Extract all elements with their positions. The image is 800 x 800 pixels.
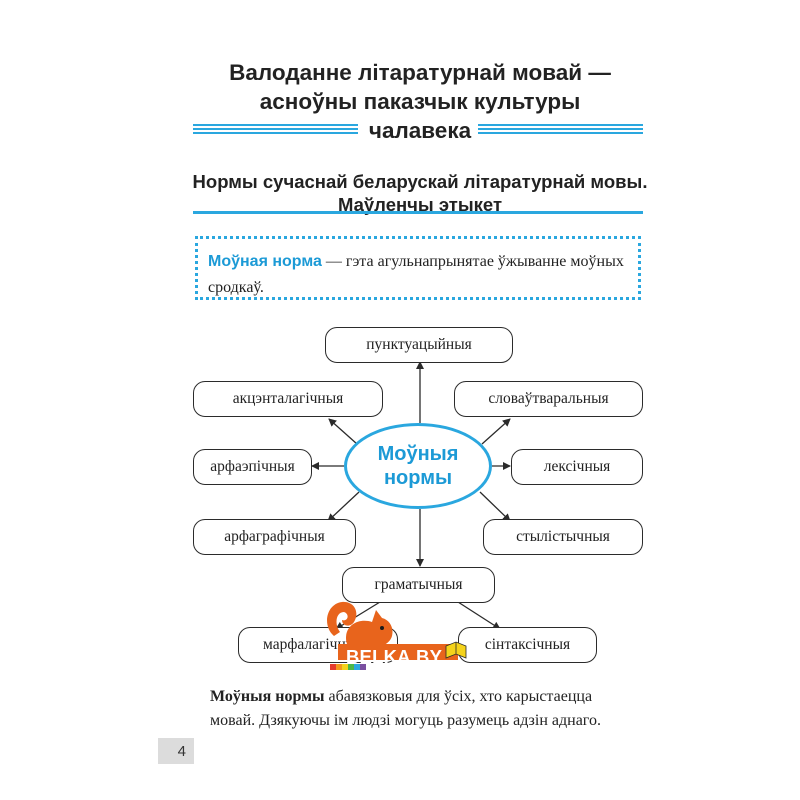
body-text: абавязковыя для ўсіх, хто карыстаецца мо… [210,688,601,729]
watermark-banner [338,644,464,660]
node-leksichnyia: лексічныя [511,449,643,485]
section-title: Нормы сучаснай беларускай літаратурнай м… [190,170,650,216]
center-node: Моўныя нормы [344,423,492,509]
squirrel-icon [327,601,393,648]
node-aktsentalagichnyia: акцэнталагічныя [193,381,383,417]
definition-box: Моўная норма — гэта агульнапрынятае ўжыв… [195,236,641,300]
chapter-title-line-2: асноўны паказчык культуры [259,89,581,114]
section-title-line-1: Нормы сучаснай беларускай літаратурнай м… [192,171,648,192]
watermark-logo [327,601,467,670]
title-stripes-right [478,124,643,135]
rainbow-bar-icon [330,664,366,670]
arrow-to-arfagrafichnyia [327,491,360,522]
chapter-title: Валоданне літаратурнай мовай — асноўны п… [200,58,640,116]
body-lead: Моўныя нормы [210,688,325,705]
definition-term: Моўная норма [208,253,322,270]
node-gramatychnyia: граматычныя [342,567,495,603]
center-node-line-1: Моўныя [377,443,459,465]
arrow-to-stylistychnyia [479,491,511,522]
node-arfagrafichnyia: арфаграфічныя [193,519,356,555]
node-slovautvaralnyia: словаўтваральныя [454,381,643,417]
page-number: 4 [158,738,194,764]
chapter-title-line-3: чалавека [368,118,472,143]
watermark-text: BELKA.BY [346,646,443,667]
node-stylistychnyia: стылістычныя [483,519,643,555]
title-stripes-left [193,124,358,135]
arrow-to-slovautvaralnyia [481,418,511,445]
chapter-title-line-1: Валоданне літаратурнай мовай — [229,60,611,85]
book-icon [445,641,467,659]
node-sintaksichnyia: сінтаксічныя [458,627,597,663]
body-paragraph: Моўныя нормы абавязковыя для ўсіх, хто к… [210,685,640,733]
node-punktuatsyinyia: пунктуацыйныя [325,327,513,363]
center-node-line-2: нормы [383,467,453,489]
section-rule [193,211,643,214]
arrow-to-sintaksichnyia [457,601,501,630]
node-arfaepichnyia: арфаэпічныя [193,449,312,485]
arrow-to-aktsentalagichnyia [328,418,358,445]
definition-text: — гэта агульнапрынятае ўжыванне моўных с… [208,253,624,296]
section-title-line-2: Маўленчы этыкет [337,194,503,215]
arrow-to-marfalagichnyia [335,601,381,630]
